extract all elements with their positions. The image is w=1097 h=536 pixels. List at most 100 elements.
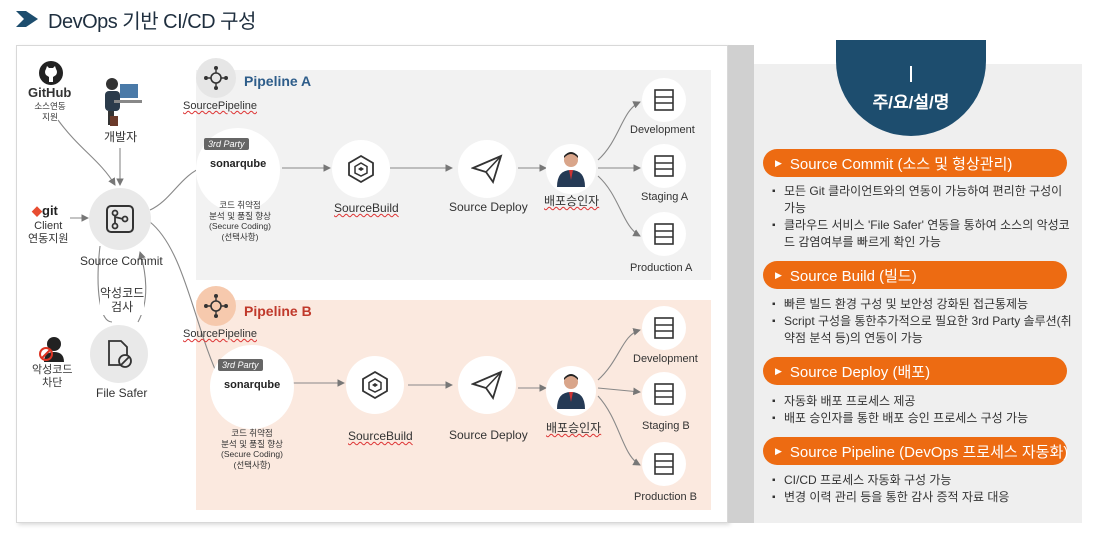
triangle-right-icon: ▶ [775,445,782,456]
pipeline-a-target-2-node[interactable] [642,212,686,256]
section-pipeline-bullets: ▪CI/CD 프로세스 자동화 구성 가능 ▪변경 이력 관리 등을 통한 감사… [772,473,1010,504]
third-party-tag: 3rd Party [204,138,249,150]
file-safer-label: File Safer [96,386,148,400]
server-icon [654,453,674,475]
section-commit-bullets: ▪모든 Git 클라이언트와의 연동이 가능하여 편리한 구성이 가능 ▪클라우… [772,183,1072,251]
pipeline-b-build-node[interactable] [346,356,404,414]
developer-icon [105,78,142,126]
sonarqube-logo: 3rd Party sonarqube [200,138,276,178]
pipeline-b-target-1-node[interactable] [642,372,686,416]
bullet-text: 모든 Git 클라이언트와의 연동이 가능하여 편리한 구성이 가능 [784,184,1063,215]
pipeline-a-approver-node[interactable] [546,144,596,194]
pipeline-a-target-0-node[interactable] [642,78,686,122]
pipeline-a-target-1-label: Staging A [641,191,689,203]
bullet-text: 배포 승인자를 통한 배포 승인 프로세스 구성 가능 [784,411,1029,425]
pipeline-a-panel [196,70,711,280]
pipeline-nodes-icon [204,66,228,90]
github-icon [39,61,63,85]
git-note: Client 연동지원 [28,220,69,245]
sonarqube-name: sonarqube [224,379,281,391]
server-icon [654,317,674,339]
pipeline-b-deploy-node[interactable] [458,356,516,414]
pipeline-a-icon-bg [196,58,236,98]
arrow-badge-icon [16,11,38,27]
triangle-right-icon: ▶ [775,157,782,168]
pipeline-a-title: Pipeline A [244,73,312,89]
pipeline-a-sonar-note: 코드 취약점 분석 및 품질 향상 (Secure Coding) (선택사항) [209,200,271,242]
bullet-text: 변경 이력 관리 등을 통한 감사 증적 자료 대응 [784,490,1010,504]
pipeline-a-sonar-node[interactable]: 3rd Party sonarqube [196,128,280,212]
github-note: 소스연동 지원 [34,101,66,122]
paper-plane-icon [471,154,503,184]
pipeline-a-target-2-label: Production A [630,262,693,274]
bullet-text: CI/CD 프로세스 자동화 구성 가능 [784,473,952,487]
page-header: DevOps 기반 CI/CD 구성 [14,6,256,33]
pipeline-b-target-0-node[interactable] [642,306,686,350]
pipeline-a-deploy-label: Source Deploy [449,200,528,214]
approver-person-icon [557,374,585,409]
triangle-right-icon: ▶ [775,365,782,376]
pipeline-b-title: Pipeline B [244,303,312,319]
paper-plane-icon [471,370,503,400]
server-icon [654,223,674,245]
git-label: ◆git [32,203,58,218]
pipeline-b-target-1-label: Staging B [642,420,690,432]
build-hex-icon [348,154,374,184]
bullet-text: Script 구성을 통한추가적으로 필요한 3rd Party 솔루션(취약점… [784,314,1072,345]
file-safer-node[interactable] [90,325,148,383]
pipeline-b-target-0-label: Development [633,353,698,365]
pipeline-b-build-label: SourceBuild [348,429,413,443]
page-title: DevOps 기반 CI/CD 구성 [48,10,256,33]
pipeline-a-build-label: SourceBuild [334,201,399,215]
server-icon [654,155,674,177]
bullet-text: 자동화 배포 프로세스 제공 [784,394,916,408]
summary-badge-line [910,66,912,82]
pipeline-b-deploy-label: Source Deploy [449,428,528,442]
section-bar-build: ▶Source Build (빌드) [763,261,1067,289]
section-bar-commit: ▶Source Commit (소스 및 형상관리) [763,149,1067,177]
pipeline-a-target-1-node[interactable] [642,144,686,188]
section-bar-pipeline: ▶Source Pipeline (DevOps 프로세스 자동화) [763,437,1068,465]
malware-check-label: 악성코드 검사 [100,286,145,315]
triangle-right-icon: ▶ [775,269,782,280]
developer-label: 개발자 [104,130,138,144]
pipeline-b-sonar-note: 코드 취약점 분석 및 품질 향상 (Secure Coding) (선택사항) [221,428,283,470]
pipeline-b-approver-label: 배포승인자 [546,421,602,435]
approver-person-icon [557,152,585,187]
pipeline-b-target-2-node[interactable] [642,442,686,486]
bullet-text: 클라우드 서비스 'File Safer' 연동을 통하여 소스의 악성코드 감… [784,218,1070,249]
sonarqube-name: sonarqube [210,158,267,170]
connector-lines [57,101,641,466]
section-bar-deploy: ▶Source Deploy (배포) [763,357,1067,385]
summary-title: 주/요/설/명 [872,93,950,112]
bullet-text: 빠른 빌드 환경 구성 및 보안성 강화된 접근통제능 [784,297,1029,311]
third-party-tag: 3rd Party [218,359,263,371]
hacker-blocked-icon [39,337,64,362]
server-icon [654,383,674,405]
shield-file-icon [108,340,132,368]
build-hex-icon [362,370,388,400]
pipeline-b-target-2-label: Production B [634,491,697,503]
sonarqube-logo: 3rd Party sonarqube [214,359,290,399]
pipeline-b-sonar-node[interactable]: 3rd Party sonarqube [210,345,294,429]
repo-branch-icon [106,205,134,233]
divider-band [728,45,754,523]
malware-block-label: 악성코드 차단 [32,364,73,389]
pipeline-nodes-icon [204,294,228,318]
github-label: GitHub [28,85,72,100]
pipeline-a-source-label: SourcePipeline [183,100,257,112]
server-icon [654,89,674,111]
git-diamond-icon: ◆ [32,203,42,218]
section-deploy-bullets: ▪자동화 배포 프로세스 제공 ▪배포 승인자를 통한 배포 승인 프로세스 구… [772,394,1029,425]
pipeline-b-icon-bg [196,286,236,326]
pipeline-b-source-label: SourcePipeline [183,328,257,340]
source-commit-node[interactable] [89,188,151,250]
pipeline-a-approver-label: 배포승인자 [544,194,600,208]
pipeline-a-deploy-node[interactable] [458,140,516,198]
source-commit-label: Source Commit [80,254,163,268]
pipeline-b-approver-node[interactable] [546,366,596,416]
section-build-bullets: ▪빠른 빌드 환경 구성 및 보안성 강화된 접근통제능 ▪Script 구성을… [772,297,1072,345]
pipeline-a-target-0-label: Development [630,124,695,136]
pipeline-a-build-node[interactable] [332,140,390,198]
